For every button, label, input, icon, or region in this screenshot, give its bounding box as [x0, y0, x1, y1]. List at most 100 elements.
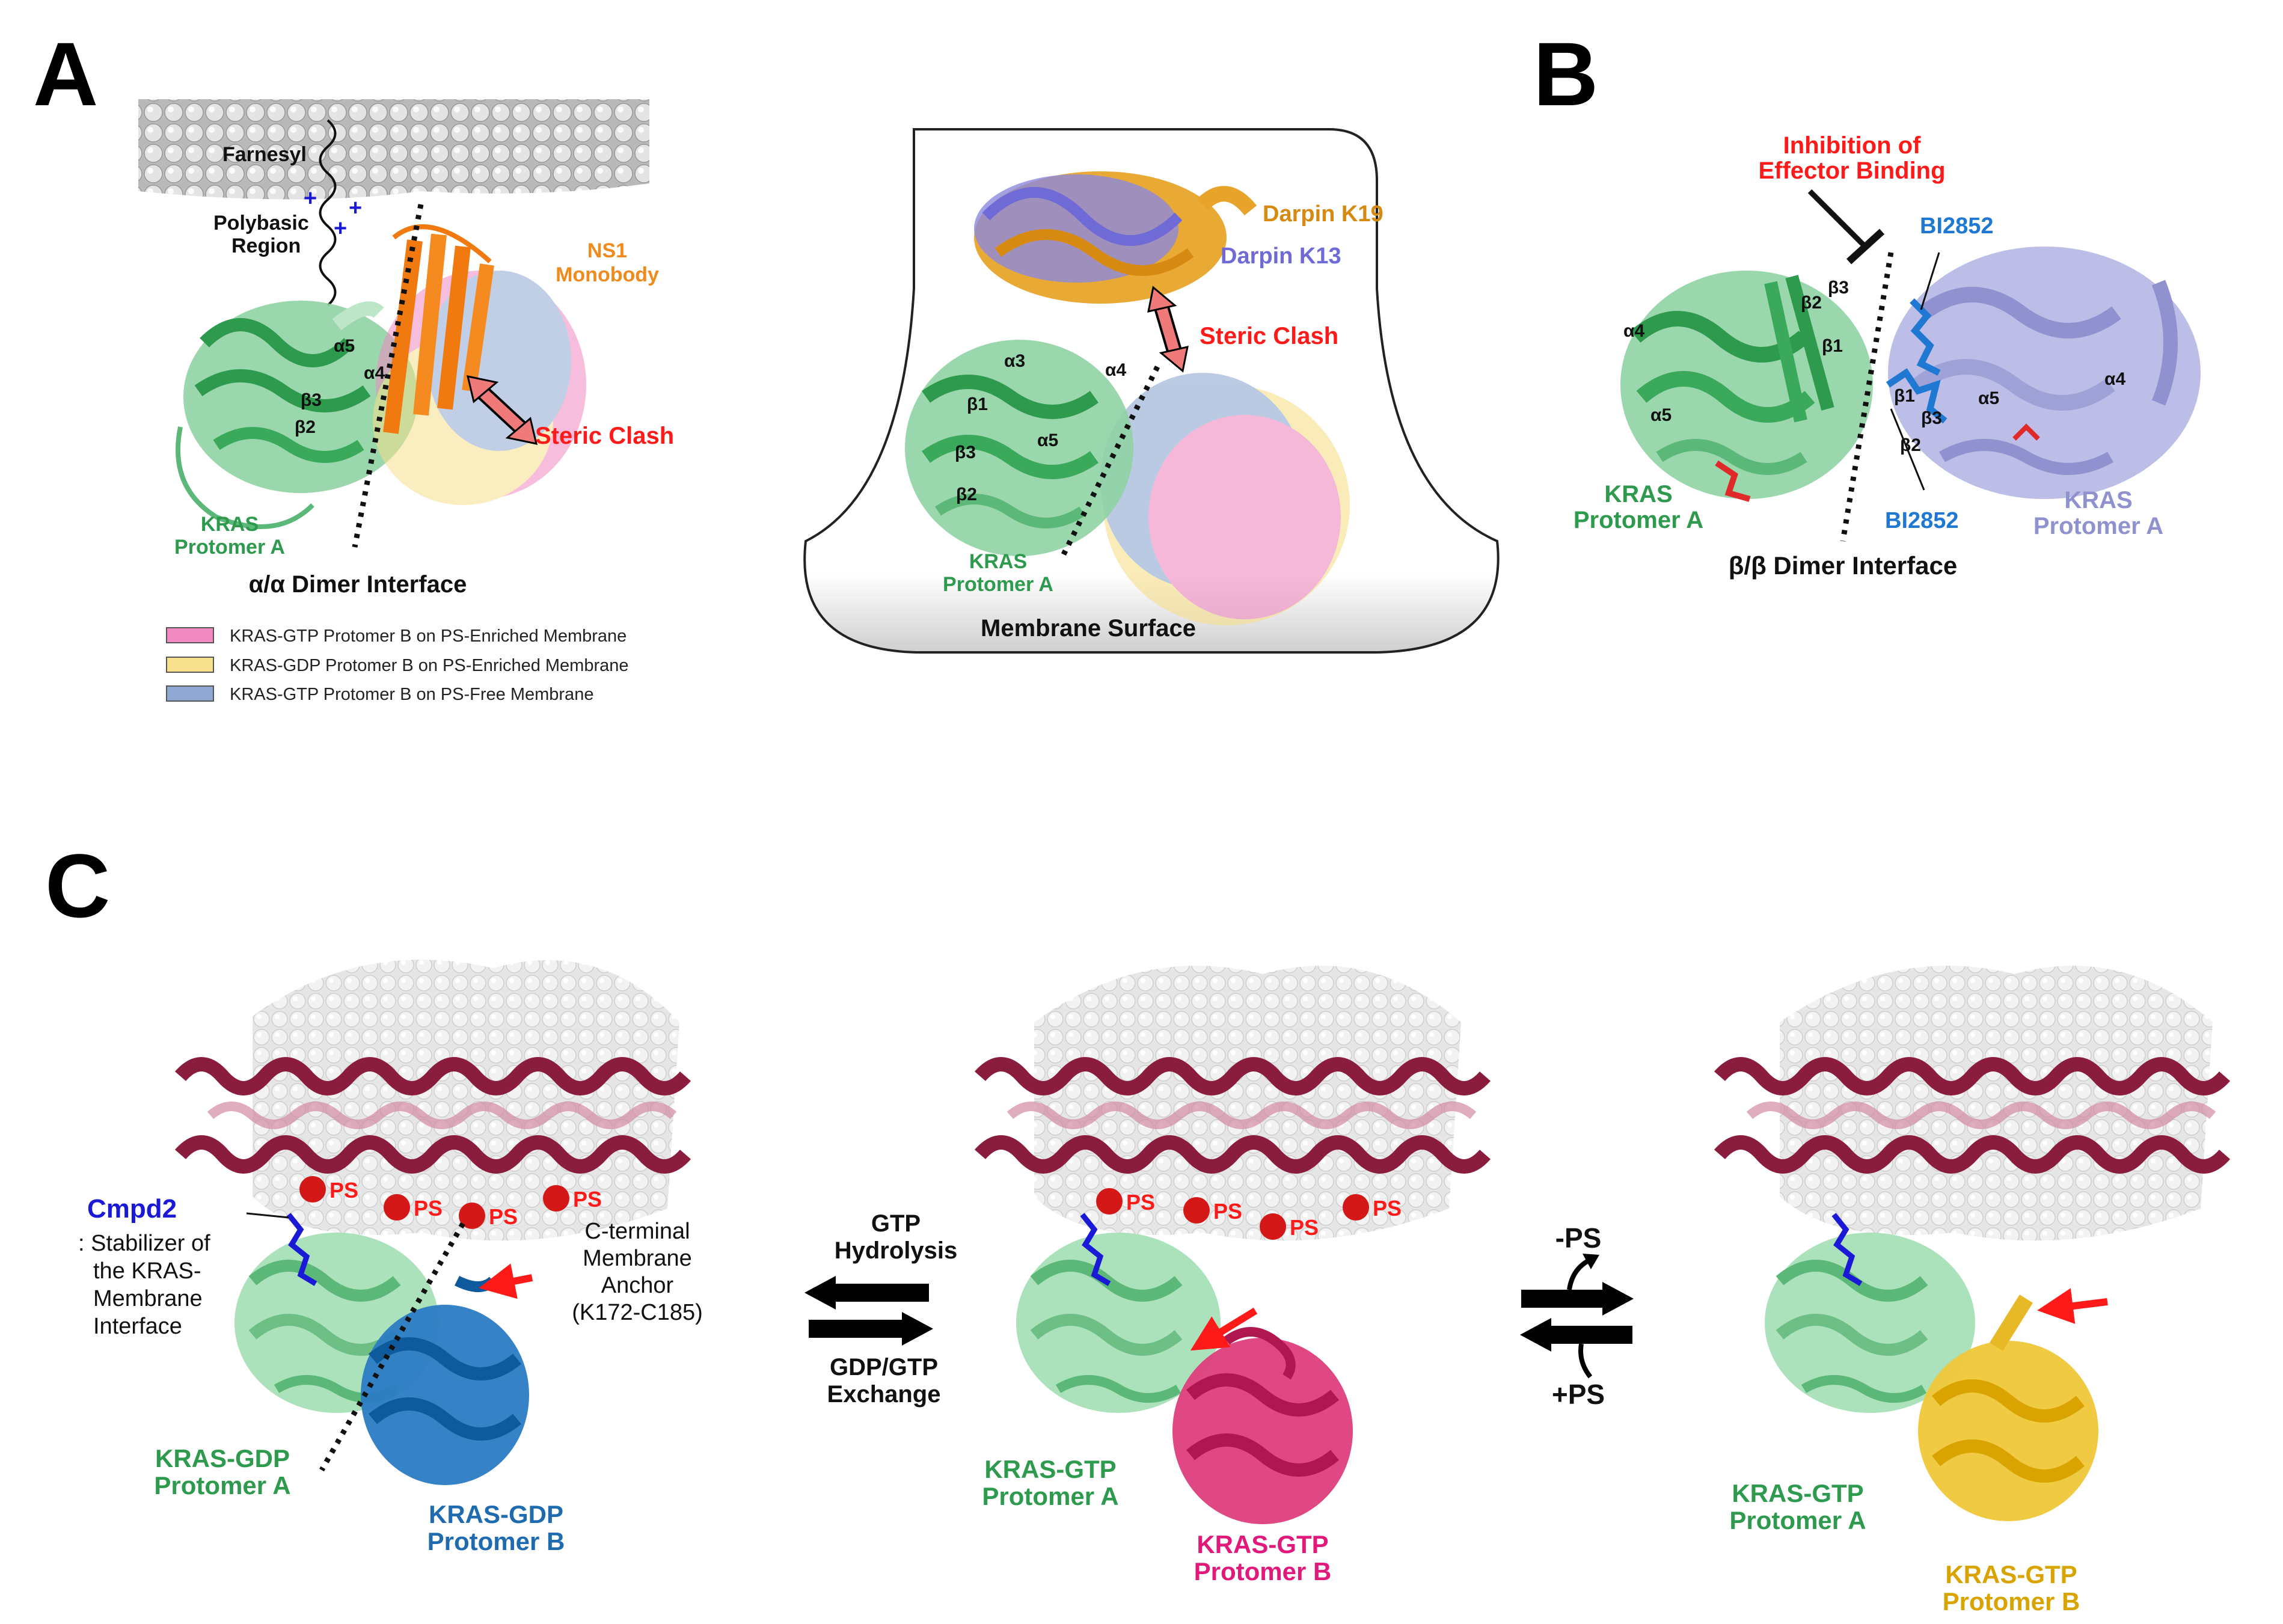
ps-label: PS — [1290, 1215, 1319, 1240]
bi2852-top-pointer — [1920, 252, 1940, 310]
polybasic-label-2: Region — [231, 234, 301, 257]
inhibition-bar — [1846, 228, 1885, 265]
legend-label: KRAS-GDP Protomer B on PS-Enriched Membr… — [230, 656, 629, 675]
binding-curve — [1578, 1343, 1593, 1379]
kras-gtp-b-label-mid: KRAS-GTP — [1197, 1530, 1328, 1558]
left-interface-line — [319, 1222, 465, 1472]
anchor-arrow — [1190, 1307, 1258, 1351]
ps-lipids-middle: PS PS PS PS — [1096, 1188, 1402, 1240]
legend-label: KRAS-GTP Protomer B on PS-Free Membrane — [230, 685, 593, 704]
equilibrium-ps: -PS +PS — [1520, 1222, 1634, 1410]
equilibrium-gtp: GTP Hydrolysis GDP/GTP Exchange — [804, 1210, 957, 1408]
release-curve — [1567, 1257, 1592, 1290]
inhibition-label-1: Inhibition of — [1783, 132, 1921, 159]
inset-protomer-b-overlay — [1100, 373, 1350, 625]
helix-label: α5 — [334, 336, 355, 356]
farnesyl-label: Farnesyl — [222, 143, 307, 166]
inset-helix-label: β2 — [956, 485, 977, 504]
ns1-monobody-structure — [383, 224, 494, 434]
kras-left-structure — [1620, 271, 1873, 502]
left-helix-label: β3 — [1828, 278, 1849, 298]
complex-middle: PS PS PS PS KRAS-GTP Protomer A KR — [974, 966, 1491, 1586]
gdp-exchange-label: Exchange — [827, 1381, 941, 1408]
reverse-arrow — [1520, 1318, 1632, 1352]
cmpd2-pointer — [246, 1212, 289, 1219]
anchor-arrow — [479, 1263, 533, 1299]
gtp-hydrolysis-label: Hydrolysis — [835, 1237, 958, 1264]
cmpd2-desc: Interface — [93, 1314, 182, 1339]
inset-helix-label: β1 — [967, 394, 988, 414]
kras-gdp-a-label: KRAS-GDP — [155, 1444, 290, 1472]
bi2852-bottom-label: BI2852 — [1885, 508, 1959, 533]
forward-arrow — [809, 1312, 933, 1346]
kras-protomer-a-structure — [176, 301, 418, 529]
inhibition-stem — [1807, 189, 1868, 249]
legend-label: KRAS-GTP Protomer B on PS-Enriched Membr… — [230, 627, 627, 646]
left-helix-label: β1 — [1822, 336, 1843, 356]
kras-gtp-protomer-b-structure-right — [1918, 1295, 2098, 1521]
kras-right-label-1: KRAS — [2064, 487, 2132, 513]
gdp-exchange-label: GDP/GTP — [830, 1354, 938, 1380]
right-helix-label: α4 — [2104, 369, 2125, 389]
membrane-layer-a — [138, 99, 649, 200]
plus-sign: + — [304, 186, 317, 211]
inset-kras-label-2: Protomer A — [943, 573, 1053, 596]
inhibition-label-2: Effector Binding — [1758, 158, 1945, 184]
complex-right: KRAS-GTP Protomer A KRAS-GTP Protomer B — [1714, 966, 2231, 1616]
panel-b-letter: B — [1533, 23, 1598, 124]
inset-interface-line — [1058, 365, 1160, 561]
anchor-label: Anchor — [601, 1273, 674, 1298]
kras-gtp-a-label-mid: KRAS-GTP — [984, 1455, 1116, 1483]
cmpd2-molecule — [1831, 1213, 1863, 1286]
inset-kras-structure — [905, 340, 1133, 556]
anchor-label: (K172-C185) — [572, 1300, 703, 1325]
kras-right-label-2: Protomer A — [2033, 513, 2163, 539]
darpin-k13-label: Darpin K13 — [1221, 244, 1341, 269]
anchor-label: C-terminal — [584, 1219, 690, 1244]
kras-left-label-1: KRAS — [1604, 481, 1672, 507]
ps-label: PS — [1213, 1199, 1242, 1224]
right-helix-label: α5 — [1978, 388, 1999, 408]
panel-b: B Inhibition of Effector Binding — [1533, 23, 2201, 580]
helix-label: β2 — [295, 417, 316, 437]
kras-gdp-a-label: Protomer A — [154, 1471, 290, 1500]
helix-label: α4 — [364, 363, 385, 383]
gtp-hydrolysis-label: GTP — [871, 1210, 921, 1237]
kras-gtp-a-label-mid: Protomer A — [982, 1482, 1118, 1510]
beta-beta-interface-label: β/β Dimer Interface — [1729, 551, 1957, 580]
forward-arrow — [1521, 1282, 1634, 1316]
ps-label: PS — [1373, 1196, 1402, 1221]
legend-item: KRAS-GTP Protomer B on PS-Free Membrane — [166, 685, 593, 704]
inset-helix-label: β3 — [955, 443, 976, 462]
kras-gtp-b-label-mid: Protomer B — [1194, 1557, 1332, 1586]
darpin-structure — [974, 171, 1257, 304]
ps-lipids-left: PS PS PS PS — [299, 1176, 602, 1229]
steric-clash-label: Steric Clash — [535, 423, 674, 449]
reverse-arrow — [804, 1276, 929, 1310]
inset-kras-label-1: KRAS — [969, 550, 1027, 573]
kras-gdp-protomer-b-structure — [361, 1275, 529, 1485]
complex-left: PS PS PS PS Cmpd2 : Stabi — [78, 960, 703, 1555]
cmpd2-desc: the KRAS- — [93, 1258, 201, 1284]
bi2852-top-label: BI2852 — [1920, 213, 1994, 239]
inset-steric-clash-label: Steric Clash — [1200, 323, 1338, 349]
inset-helix-label: α3 — [1004, 351, 1025, 371]
ps-label: PS — [489, 1204, 518, 1229]
panel-c: C PS PS PS PS — [45, 835, 2231, 1616]
kras-gdp-b-label: KRAS-GDP — [429, 1500, 563, 1528]
alpha-alpha-interface-label: α/α Dimer Interface — [249, 571, 467, 598]
bi2852-molecule — [1886, 298, 1947, 424]
inset-helix-label: α4 — [1105, 360, 1126, 380]
kras-gtp-protomer-b-structure-mid — [1172, 1327, 1353, 1524]
nanodisc-helices-right — [1714, 1057, 2231, 1174]
ns1-label-1: NS1 — [587, 239, 627, 262]
kras-gtp-a-label-right: KRAS-GTP — [1732, 1479, 1863, 1507]
nanodisc-helices-left — [174, 1057, 691, 1174]
panel-a-letter: A — [33, 23, 98, 124]
membrane-middle — [1034, 966, 1461, 1241]
inset-helix-label: α5 — [1037, 431, 1058, 450]
anchor-arrow — [2037, 1288, 2108, 1324]
helix-label: β3 — [301, 390, 322, 410]
kras-gdp-b-label: Protomer B — [427, 1527, 565, 1555]
right-helix-label: β2 — [1900, 435, 1921, 455]
